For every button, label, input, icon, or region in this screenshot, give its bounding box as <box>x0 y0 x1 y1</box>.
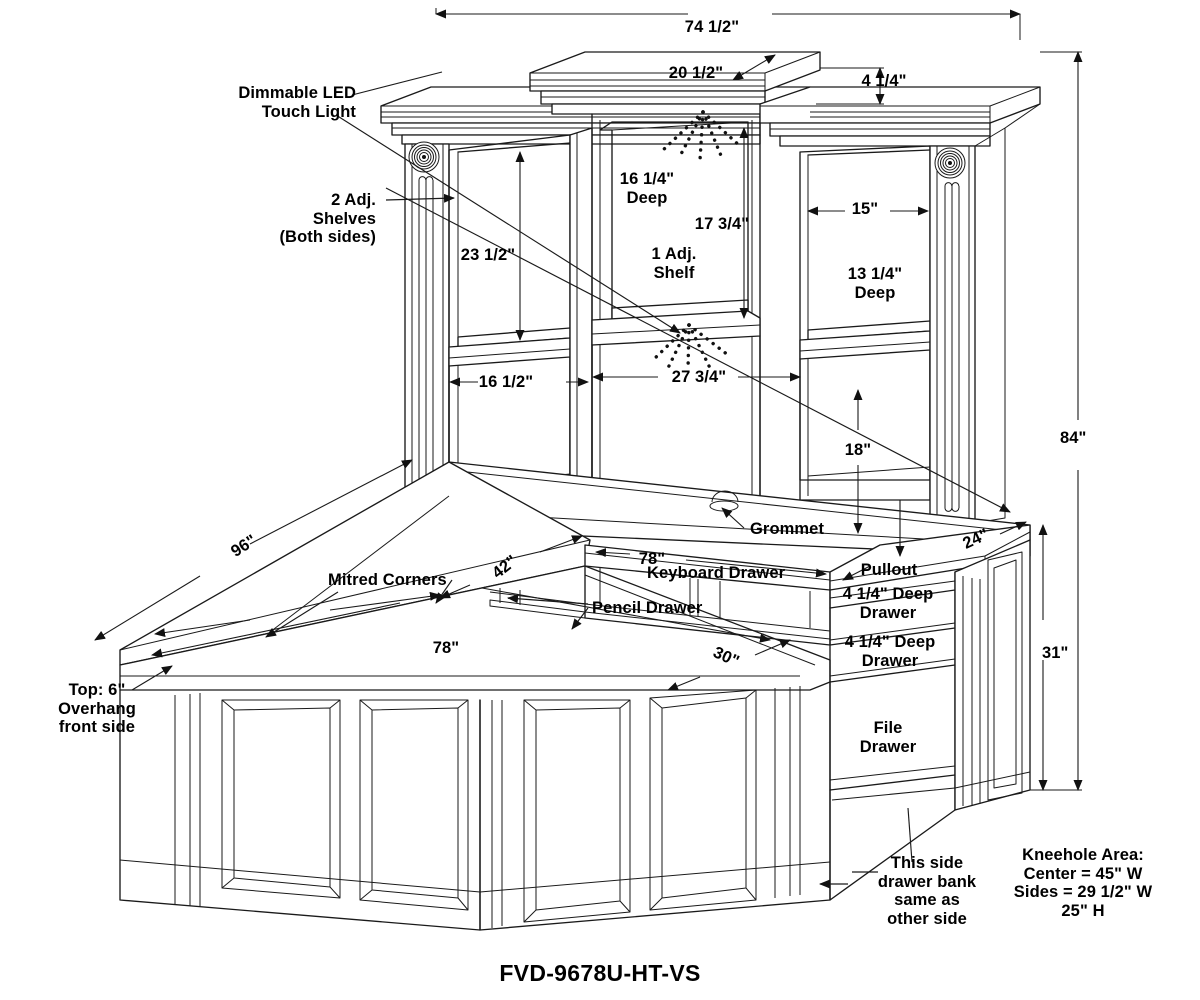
dim-center-hutch-top-depth: 20 1/2" <box>668 64 724 82</box>
dim-crown-height: 4 1/4" <box>861 72 907 90</box>
dim-desk-to-hutch-clearance: 18" <box>844 441 872 459</box>
model-number: FVD-9678U-HT-VS <box>499 960 701 986</box>
callout-mitred-corners: Mitred Corners <box>328 571 447 589</box>
desk-front-panels <box>119 681 831 931</box>
callout-dimmable-led-touch-light: Dimmable LED Touch Light <box>238 84 356 121</box>
dim-side-deep: 13 1/4" Deep <box>847 265 903 302</box>
dim-center-deep: 16 1/4" Deep <box>619 170 675 207</box>
hutch-left-cabinet <box>380 86 811 511</box>
right-drawer-bank <box>829 524 1031 901</box>
dim-side-opening-width-left: 16 1/2" <box>478 373 534 391</box>
callout-pencil-drawer: Pencil Drawer <box>592 599 703 617</box>
callout-pullout: Pullout <box>860 561 918 579</box>
dimension-lines <box>94 8 1083 791</box>
dim-side-opening-width: 15" <box>851 200 879 218</box>
callout-drawer-shallow-1: 4 1/4" Deep Drawer <box>842 585 934 622</box>
dim-center-opening-height: 17 3/4" <box>694 215 750 233</box>
callout-1-adj-shelf: 1 Adj. Shelf <box>651 245 697 282</box>
dim-desk-top-width: 78" <box>432 639 460 657</box>
callout-grommet: Grommet <box>750 520 825 538</box>
callout-2-adj-shelves: 2 Adj. Shelves (Both sides) <box>279 191 376 247</box>
leader-lines <box>131 71 1011 889</box>
callout-kneehole-area: Kneehole Area: Center = 45" W Sides = 29… <box>1013 846 1153 920</box>
callout-keyboard-drawer: Keyboard Drawer <box>647 564 786 582</box>
dim-center-opening-width: 27 3/4" <box>671 368 727 386</box>
callout-top-overhang: Top: 6" Overhang front side <box>58 681 136 737</box>
dim-side-shelf-opening-height: 23 1/2" <box>460 246 516 264</box>
dim-desk-height: 31" <box>1042 644 1069 662</box>
dim-overall-height: 84" <box>1060 429 1087 447</box>
callout-drawer-shallow-2: 4 1/4" Deep Drawer <box>844 633 936 670</box>
callout-file-drawer: File Drawer <box>859 719 917 756</box>
callout-this-side-drawer-bank: This side drawer bank same as other side <box>877 854 977 928</box>
hutch-right-cabinet <box>759 86 1041 524</box>
dim-credenza-top-width: 78" <box>638 550 666 568</box>
dim-hutch-total-width: 74 1/2" <box>684 18 740 36</box>
